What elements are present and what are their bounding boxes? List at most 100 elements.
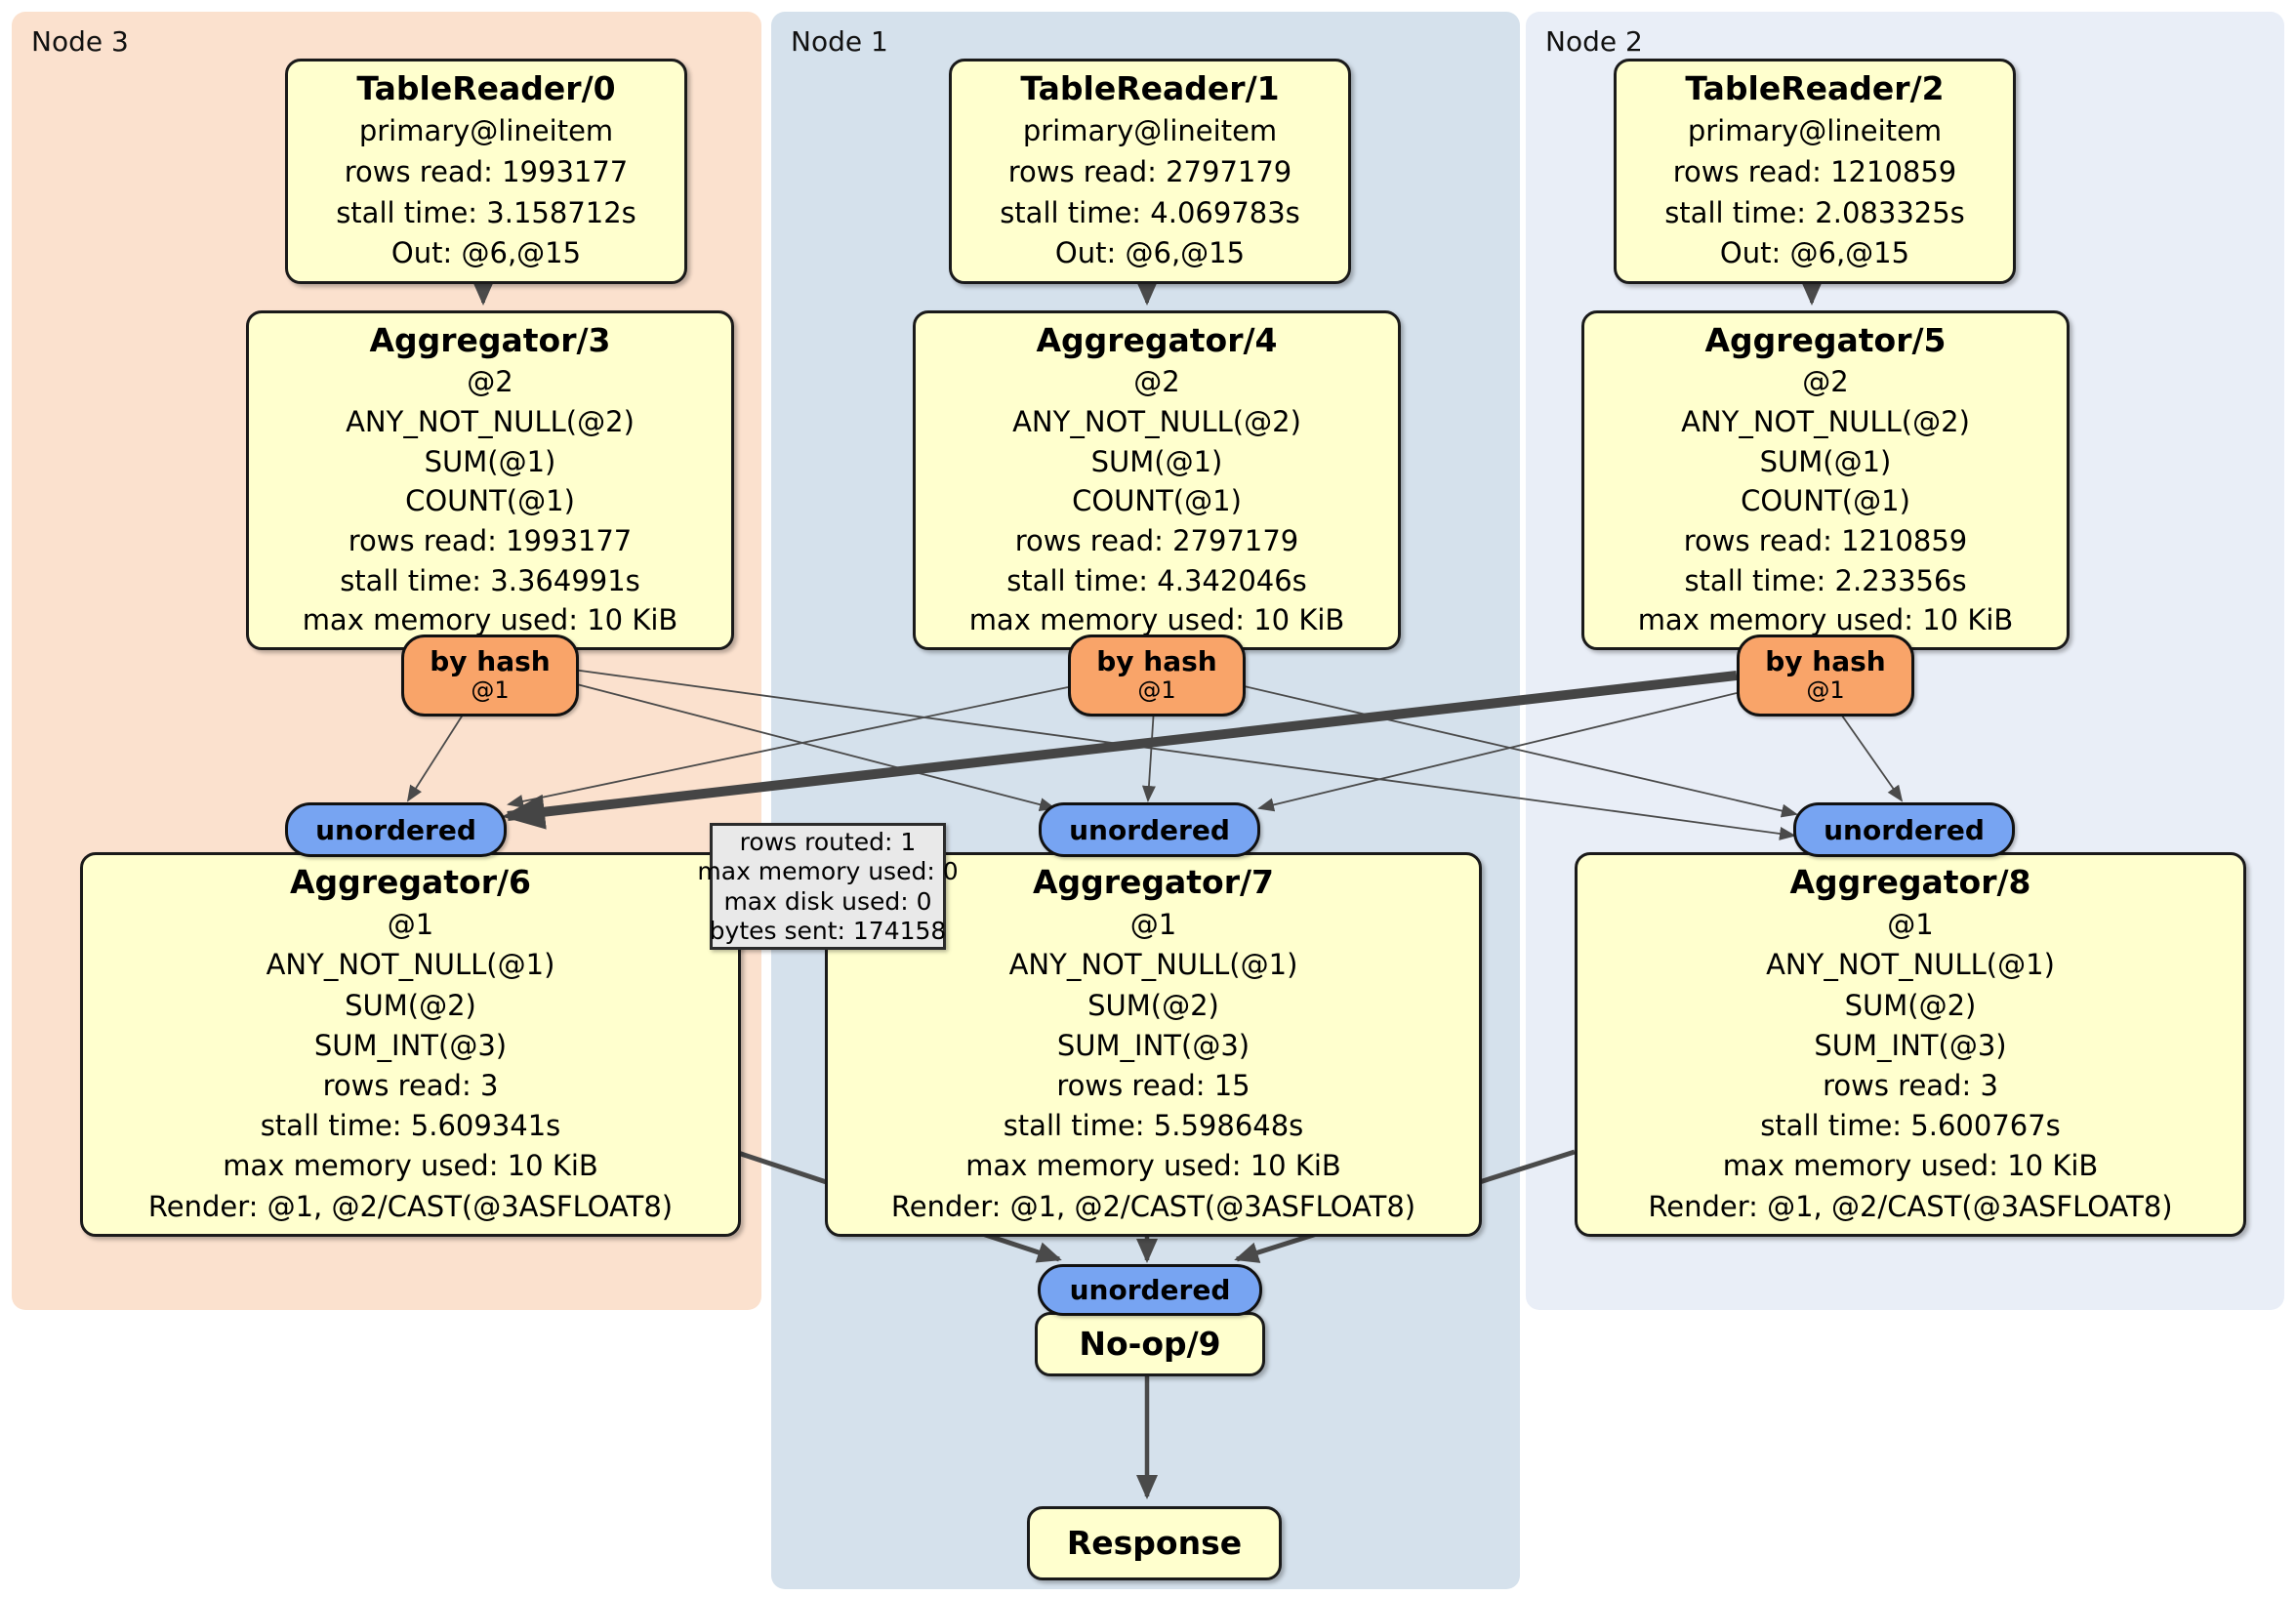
stat-line: Out: @6,@15 — [390, 236, 582, 270]
processor-stats: primary@lineitem rows read: 1993177 stall … — [288, 108, 684, 281]
stat-line: Out: @6,@15 — [1054, 236, 1246, 270]
edge-hash5-unordered-right[interactable] — [1836, 708, 1904, 802]
stat-line: @2 — [1802, 365, 1849, 399]
processor-tablereader-0[interactable]: TableReader/0 primary@lineitem rows read:… — [285, 59, 687, 284]
edge-hash5-unordered-mid[interactable] — [1257, 692, 1738, 812]
stat-line: max memory used: 10 KiB — [968, 603, 1345, 637]
stat-line: COUNT(@1) — [1072, 484, 1242, 518]
stat-line: rows read: 3 — [1823, 1068, 1998, 1102]
edge-hash4-unordered-left[interactable] — [507, 686, 1069, 808]
stat-line: stall time: 2.083325s — [1664, 195, 1965, 229]
edge-hash3-unordered-left[interactable] — [406, 708, 468, 802]
edge-hash4-unordered-mid[interactable] — [1141, 708, 1156, 802]
stat-line: rows read: 2797179 — [1014, 524, 1299, 557]
stat-line: @2 — [467, 365, 513, 399]
stat-line: rows read: 1993177 — [348, 524, 633, 557]
processor-title: Response — [1066, 1524, 1243, 1563]
stat-line: stall time: 4.342046s — [1006, 563, 1307, 597]
edge-hash3-unordered-right[interactable] — [572, 669, 1796, 840]
stat-line: max memory used: 10 KiB — [1722, 1149, 2099, 1183]
stat-line: @1 — [387, 908, 434, 942]
stat-line: primary@lineitem — [1687, 114, 1943, 148]
stat-line: max disk used: 0 — [723, 886, 932, 916]
sync-unordered-node3[interactable]: unordered — [285, 802, 507, 857]
router-by-hash-node3[interactable]: by hash @1 — [401, 635, 579, 717]
router-by-hash-label: by hash — [1096, 644, 1217, 677]
processor-title: TableReader/2 — [1685, 69, 1945, 107]
stat-line: stall time: 3.158712s — [336, 195, 636, 229]
stat-line: ANY_NOT_NULL(@2) — [1012, 405, 1301, 439]
stat-line: SUM(@2) — [1087, 988, 1219, 1022]
stat-line: SUM(@2) — [1844, 988, 1977, 1022]
stat-line: ANY_NOT_NULL(@1) — [1766, 948, 2055, 982]
sync-unordered-node1[interactable]: unordered — [1039, 802, 1260, 857]
router-by-hash-node2[interactable]: by hash @1 — [1737, 635, 1914, 717]
stat-line: ANY_NOT_NULL(@2) — [1681, 405, 1970, 439]
stat-line: SUM(@1) — [1759, 444, 1892, 478]
stat-line: SUM(@1) — [1090, 444, 1223, 478]
processor-title: TableReader/1 — [1020, 69, 1280, 107]
stat-line: rows read: 1210859 — [1683, 524, 1968, 557]
stat-line: SUM_INT(@3) — [1814, 1028, 2007, 1062]
stat-line: rows read: 1993177 — [344, 155, 629, 189]
node-label: Node 1 — [791, 25, 888, 58]
router-by-hash-column: @1 — [1137, 676, 1176, 704]
stat-line: rows read: 15 — [1056, 1068, 1250, 1102]
stat-line: Render: @1, @2/CAST(@3ASFLOAT8) — [1648, 1189, 2173, 1223]
stat-line: max memory used: 0 — [697, 857, 959, 886]
router-by-hash-label: by hash — [430, 644, 551, 677]
stat-line: Render: @1, @2/CAST(@3ASFLOAT8) — [147, 1189, 674, 1223]
stat-line: Out: @6,@15 — [1719, 236, 1910, 270]
processor-title: Aggregator/3 — [369, 321, 611, 359]
stat-line: rows read: 2797179 — [1007, 155, 1292, 189]
stat-line: @2 — [1133, 365, 1180, 399]
stat-line: rows routed: 1 — [739, 827, 917, 856]
sync-unordered-label: unordered — [1824, 813, 1985, 846]
node-label: Node 2 — [1545, 25, 1643, 58]
edge-hash5-unordered-left-highlighted[interactable] — [502, 671, 1738, 830]
processor-title: Aggregator/5 — [1704, 321, 1947, 359]
processor-title: TableReader/0 — [356, 69, 616, 107]
sync-unordered-label: unordered — [1069, 813, 1230, 846]
sync-unordered-node2[interactable]: unordered — [1793, 802, 2015, 857]
stat-line: ANY_NOT_NULL(@1) — [266, 948, 555, 982]
stat-line: SUM_INT(@3) — [1056, 1028, 1250, 1062]
stat-line: max memory used: 10 KiB — [302, 603, 678, 637]
stat-line: SUM(@2) — [345, 988, 476, 1022]
edge-hash4-unordered-right[interactable] — [1239, 684, 1798, 818]
processor-title: Aggregator/6 — [289, 863, 532, 901]
router-by-hash-node1[interactable]: by hash @1 — [1068, 635, 1246, 717]
processor-noop-9[interactable]: No-op/9 — [1035, 1312, 1265, 1376]
stat-line: bytes sent: 174158 — [709, 917, 947, 946]
processor-title: No-op/9 — [1079, 1325, 1221, 1364]
stat-line: SUM(@1) — [424, 444, 556, 478]
stat-line: stall time: 5.609341s — [260, 1109, 561, 1143]
stat-line: stall time: 3.364991s — [340, 563, 640, 597]
stat-line: rows read: 3 — [322, 1068, 499, 1102]
stat-line: @1 — [1129, 908, 1177, 942]
stat-line: ANY_NOT_NULL(@1) — [1008, 948, 1298, 982]
stat-line: max memory used: 10 KiB — [1637, 603, 2014, 637]
stat-line: stall time: 5.598648s — [1003, 1109, 1304, 1143]
stat-line: SUM_INT(@3) — [313, 1028, 508, 1062]
edge-hash3-unordered-mid[interactable] — [572, 682, 1056, 812]
sync-unordered-noop[interactable]: unordered — [1038, 1264, 1262, 1316]
stat-line: primary@lineitem — [358, 114, 614, 148]
processor-title: Aggregator/7 — [1032, 863, 1275, 901]
processor-response[interactable]: Response — [1027, 1506, 1282, 1580]
